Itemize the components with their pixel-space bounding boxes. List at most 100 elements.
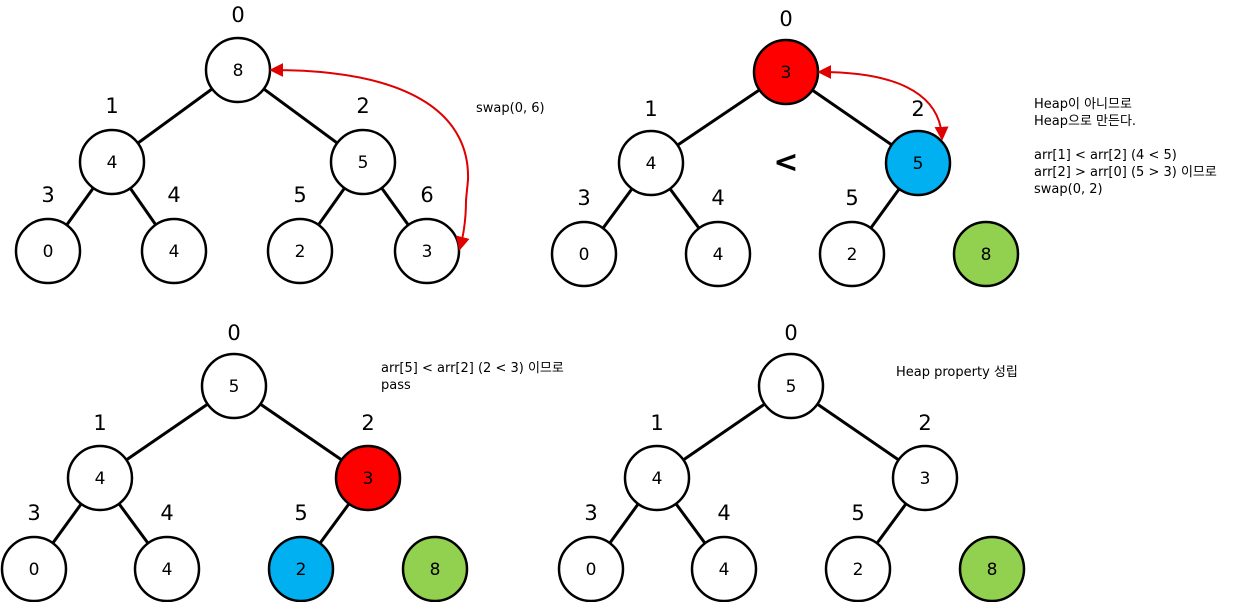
array-index-label: 5 [851,501,864,525]
tree-edge [811,88,893,147]
array-index-label: 6 [420,183,433,207]
heap-node-value: 8 [981,245,992,265]
heap-node-value: 0 [43,242,54,262]
array-index-label: 5 [845,186,858,210]
array-index-label: 3 [577,186,590,210]
heap-node [334,444,402,512]
heap-node-value: 8 [430,560,441,580]
heap-node-value: 8 [233,61,244,81]
heap-node [818,220,886,288]
heap-node [550,220,618,288]
tree-edge [262,87,339,145]
heap-node [133,535,201,602]
heap-node-value: 5 [229,377,240,397]
tree-edge [51,503,83,544]
heap-node-value: 5 [358,153,369,173]
note-step4: Heap property 성립 [896,365,1018,380]
heap-node-value: 8 [987,560,998,580]
array-index-label: 4 [717,501,730,525]
tree-edge [875,502,908,545]
heap-node [617,129,685,197]
heap-node-value: 5 [786,377,797,397]
array-index-label: 5 [294,501,307,525]
array-index-label: 0 [784,321,797,345]
note-step3: arr[5] < arr[2] (2 < 3) 이므로 pass [381,361,564,393]
tree-edge [117,502,150,545]
swap-arrow [817,65,949,141]
note-step1: swap(0, 6) [476,101,545,116]
array-index-label: 0 [779,7,792,31]
heap-node-value: 4 [95,469,106,489]
heap-node-value: 3 [363,469,374,489]
array-index-label: 1 [105,94,118,118]
heap-node-value: 5 [913,154,924,174]
heap-node-value: 4 [646,154,657,174]
array-index-label: 0 [231,3,244,27]
tree-edge [816,402,900,462]
heap-node-value: 4 [719,560,730,580]
heap-panel-step3: 5 0 4 1 3 2 0 3 4 4 2 5 8 [0,321,469,602]
tree-edge [136,87,214,145]
heap-node [66,444,134,512]
array-index-label: 1 [93,411,106,435]
heap-node-value: 2 [853,560,864,580]
heap-node [623,444,691,512]
array-index-label: 3 [584,501,597,525]
heap-node-value: 4 [162,560,173,580]
heap-node-value: 2 [295,242,306,262]
heap-node [824,535,892,602]
heap-node [267,535,335,602]
heap-node-value: 4 [652,469,663,489]
tree-edge [668,187,701,230]
tree-edge [676,88,761,147]
heap-node-value: 3 [920,469,931,489]
array-index-label: 2 [361,411,374,435]
heap-node-value: 4 [107,153,118,173]
heap-node [140,217,208,285]
array-index-label: 4 [167,183,180,207]
tree-edge [318,502,351,545]
heap-node-value: 0 [586,560,597,580]
tree-edge [682,402,766,462]
tree-edge [125,402,209,462]
array-index-label: 0 [227,321,240,345]
heap-node-value: 0 [29,560,40,580]
array-index-label: 1 [644,97,657,121]
heap-panel-step1: 8 0 4 1 5 2 0 3 4 4 2 5 3 6 [14,3,461,285]
heap-node-value: 3 [422,242,433,262]
tree-edge [65,187,95,226]
heap-node [14,217,82,285]
array-index-label: 3 [27,501,40,525]
tree-edge [259,402,343,462]
heap-node-value: 4 [169,242,180,262]
tree-edge [317,187,346,226]
swap-arrow [269,63,470,251]
heap-node-value: 2 [847,245,858,265]
heap-node [200,352,268,420]
array-index-label: 4 [711,186,724,210]
heap-node [952,220,1020,288]
tree-edge [380,187,410,226]
array-index-label: 3 [41,183,54,207]
array-index-label: 4 [160,501,173,525]
heap-node-value: 3 [781,63,792,83]
heap-node [757,352,825,420]
array-index-label: 2 [356,94,369,118]
heap-node [684,220,752,288]
heap-node [891,444,959,512]
tree-edge [601,187,634,230]
tree-edge [129,187,157,226]
array-index-label: 5 [293,183,306,207]
comparison-symbol: < [773,145,798,180]
array-index-label: 2 [918,411,931,435]
heap-node [0,535,68,602]
heap-node-value: 0 [579,245,590,265]
heap-node-value: 2 [296,560,307,580]
heap-node [690,535,758,602]
heap-node-value: 4 [713,245,724,265]
note-step2: Heap이 아니므로 Heap으로 만든다. arr[1] < arr[2] (… [1034,97,1217,197]
tree-edge [674,502,707,545]
tree-edge [608,503,640,544]
